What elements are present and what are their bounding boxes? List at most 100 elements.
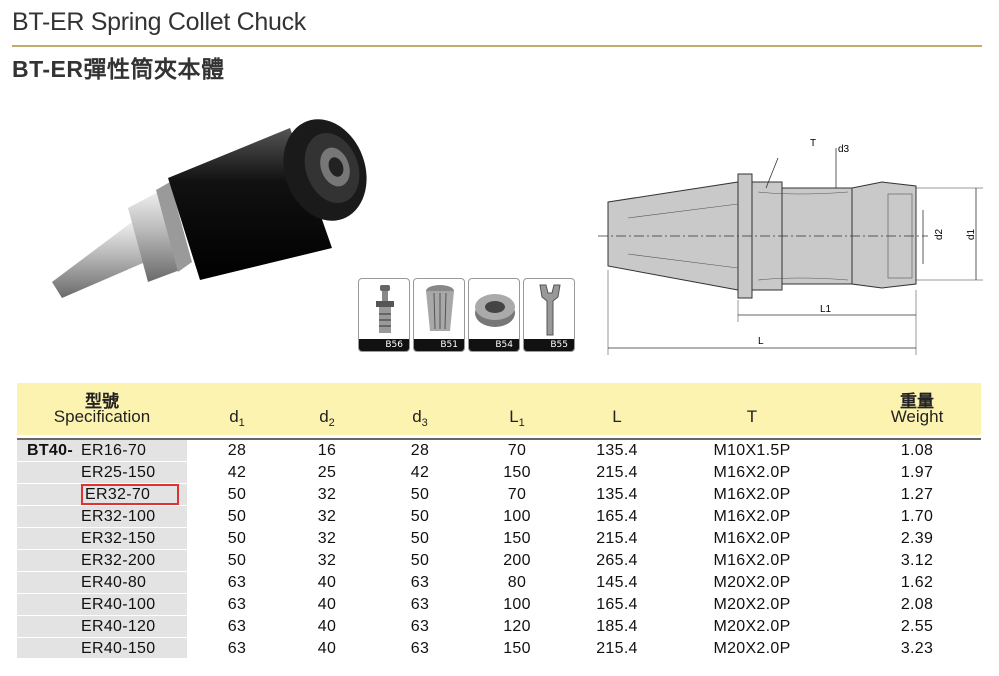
title-divider	[12, 45, 982, 47]
l1-cell: 100	[503, 596, 531, 613]
model-cell: ER40-120	[77, 618, 187, 636]
weight-cell: 1.08	[900, 442, 934, 459]
l1-cell: 120	[503, 618, 531, 635]
d3-cell: 63	[410, 640, 430, 657]
model-text: ER16-70	[81, 442, 147, 459]
dim-d1: d1	[966, 228, 977, 240]
accessory-b54: B54	[468, 278, 520, 352]
l-cell: 135.4	[596, 486, 638, 503]
model-text: ER32-100	[81, 508, 156, 525]
l1-cell: 150	[503, 530, 531, 547]
d1-cell: 50	[227, 552, 247, 569]
header-d1: d1	[229, 407, 245, 429]
weight-cell: 3.23	[900, 640, 934, 657]
nut-icon	[475, 294, 515, 327]
d3-cell: 63	[410, 618, 430, 635]
weight-cell: 2.08	[900, 596, 934, 613]
t-cell: M20X2.0P	[713, 596, 791, 613]
d3-cell: 63	[410, 596, 430, 613]
t-cell: M20X2.0P	[713, 574, 791, 591]
l1-cell: 70	[507, 486, 527, 503]
weight-cell: 2.39	[900, 530, 934, 547]
header-weight-zh: 重量	[900, 392, 934, 411]
dim-l1: L1	[820, 304, 832, 315]
d2-cell: 32	[317, 508, 337, 525]
d1-cell: 63	[227, 640, 247, 657]
model-cell: ER32-100	[77, 508, 187, 526]
accessory-label: B54	[469, 339, 519, 351]
accessory-label: B56	[359, 339, 409, 351]
weight-cell: 1.27	[900, 486, 934, 503]
weight-cell: 1.97	[900, 464, 934, 481]
weight-cell: 1.62	[900, 574, 934, 591]
accessory-b55: B55	[523, 278, 575, 352]
table-header: 型號 Specification d1 d2 d3 L1 L T 重量 Weig…	[17, 383, 981, 435]
model-text: ER40-80	[81, 574, 147, 591]
weight-cell: 1.70	[900, 508, 934, 525]
header-d3: d3	[412, 407, 428, 429]
d2-cell: 32	[317, 486, 337, 503]
model-cell: ER16-70	[77, 442, 187, 460]
t-cell: M16X2.0P	[713, 530, 791, 547]
collet-chuck-photo	[52, 119, 367, 298]
model-cell: ER40-100	[77, 596, 187, 614]
d2-cell: 25	[317, 464, 337, 481]
d2-cell: 32	[317, 552, 337, 569]
model-text: ER32-150	[81, 530, 156, 547]
d3-cell: 28	[410, 442, 430, 459]
accessory-badges: B56 B51 B54 B55	[358, 278, 575, 352]
dim-d3: d3	[838, 144, 850, 155]
model-text: ER40-100	[81, 596, 156, 613]
d1-cell: 63	[227, 618, 247, 635]
l-cell: 145.4	[596, 574, 638, 591]
model-text: ER40-150	[81, 640, 156, 657]
l1-cell: 100	[503, 508, 531, 525]
accessory-label: B55	[524, 339, 574, 351]
series-label: BT40-	[27, 442, 73, 459]
d1-cell: 28	[227, 442, 247, 459]
header-l1: L1	[509, 407, 525, 429]
d2-cell: 40	[317, 618, 337, 635]
dim-l: L	[758, 336, 764, 347]
d3-cell: 50	[410, 530, 430, 547]
l1-cell: 70	[507, 442, 527, 459]
d3-cell: 50	[410, 486, 430, 503]
t-cell: M16X2.0P	[713, 486, 791, 503]
d1-cell: 50	[227, 530, 247, 547]
t-cell: M20X2.0P	[713, 640, 791, 657]
weight-cell: 3.12	[900, 552, 934, 569]
l-cell: 215.4	[596, 464, 638, 481]
page-title: BT-ER Spring Collet Chuck	[12, 8, 307, 36]
model-cell: ER40-150	[77, 640, 187, 658]
model-text: ER25-150	[81, 464, 156, 481]
accessory-b56: B56	[358, 278, 410, 352]
header-spec-en: Specification	[53, 407, 151, 426]
t-cell: M20X2.0P	[713, 618, 791, 635]
d3-cell: 50	[410, 508, 430, 525]
d1-cell: 42	[227, 464, 247, 481]
l1-cell: 150	[503, 464, 531, 481]
accessory-label: B51	[414, 339, 464, 351]
d2-cell: 40	[317, 574, 337, 591]
model-text: ER40-120	[81, 618, 156, 635]
l-cell: 215.4	[596, 640, 638, 657]
model-text: ER32-200	[81, 552, 156, 569]
t-cell: M16X2.0P	[713, 464, 791, 481]
l-cell: 185.4	[596, 618, 638, 635]
d3-cell: 63	[410, 574, 430, 591]
dim-d2: d2	[934, 228, 945, 240]
header-d2: d2	[319, 407, 335, 429]
dim-t: T	[810, 138, 816, 149]
collet-icon	[426, 285, 454, 331]
d1-cell: 63	[227, 596, 247, 613]
